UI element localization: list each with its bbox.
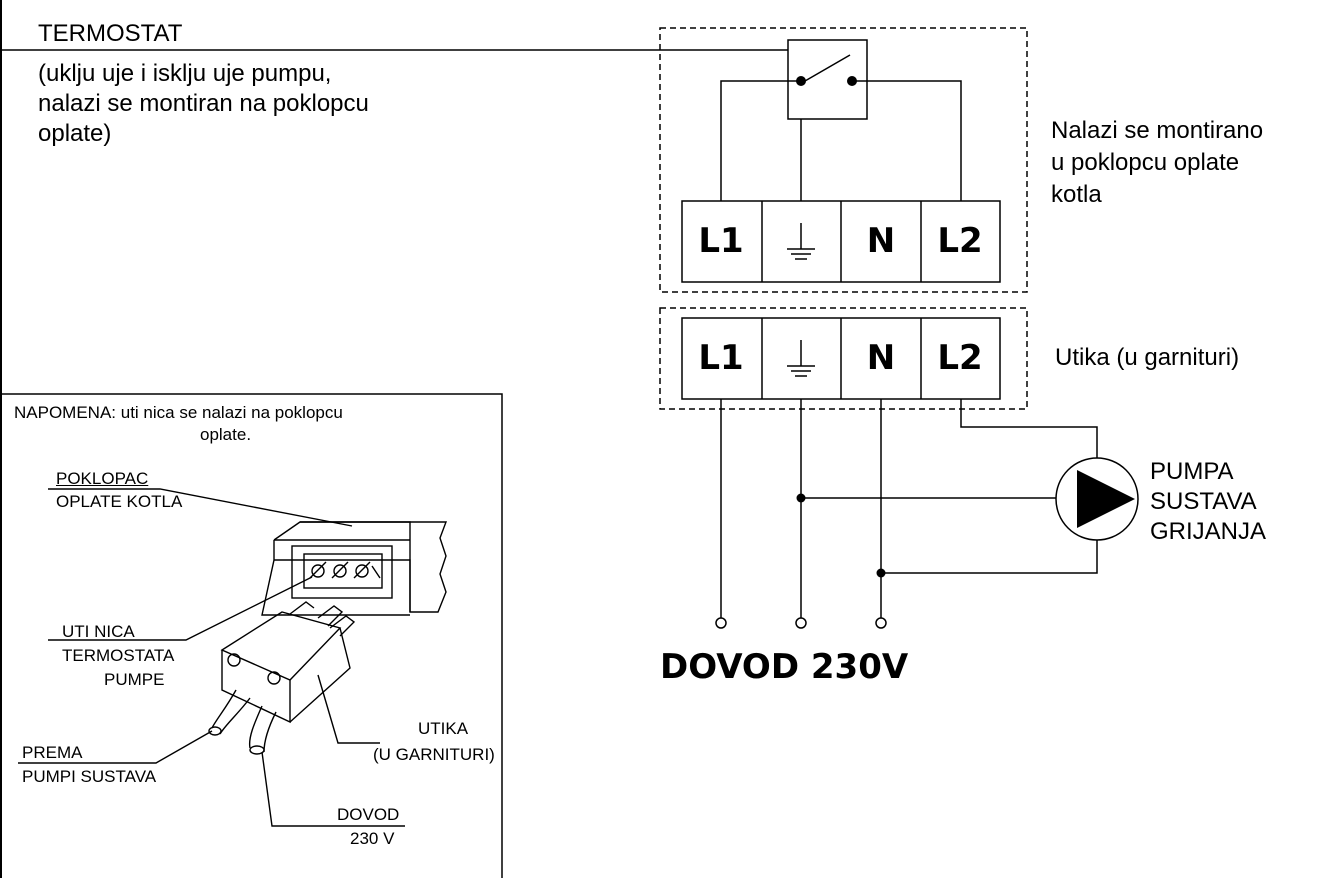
switch-icon: [804, 54, 851, 82]
supply-title: DOVOD 230V: [660, 647, 909, 687]
inset-note-line1: NAPOMENA: uti nica se nalazi na poklopcu: [14, 403, 343, 422]
socket-label-line3: PUMPE: [104, 670, 165, 689]
plug-inset-line2: (U GARNITURI): [373, 745, 495, 764]
lower-enclosure: [659, 307, 1028, 410]
upper-note-line3: kotla: [1051, 181, 1102, 208]
thermostat-title: TERMOSTAT: [38, 20, 183, 47]
socket-label-line1: UTI NICA: [62, 622, 135, 641]
terminal-l2-lower: L2: [937, 338, 983, 378]
plug-inset-line1: UTIKA: [418, 719, 469, 738]
plug-label: Utika (u garnituri): [1055, 344, 1240, 371]
thermostat-desc-line3: oplate): [38, 120, 112, 147]
supply-terminal-l1: [715, 617, 727, 629]
terminal-n-upper: N: [866, 221, 896, 261]
socket-label-line2: TERMOSTATA: [62, 646, 175, 665]
cover-label-line1: POKLOPAC: [56, 469, 149, 488]
supply-inset-line1: DOVOD: [337, 805, 400, 824]
upper-enclosure: [659, 27, 1028, 293]
to-pump-line2: PUMPI SUSTAVA: [22, 767, 157, 786]
pump-arrow: [1077, 470, 1135, 528]
ground-icon: [787, 223, 815, 260]
switch-box: [787, 39, 868, 120]
thermostat-desc-line1: (uklju uje i isklju uje pumpu,: [38, 60, 332, 87]
ground-icon: [787, 340, 815, 377]
upper-note-line2: u poklopcu oplate: [1051, 149, 1240, 176]
terminal-l1-upper: L1: [698, 221, 744, 261]
terminal-n-lower: N: [866, 338, 896, 378]
pump-label-line1: PUMPA: [1150, 458, 1234, 485]
inset-frame: [0, 393, 503, 878]
supply-inset-line2: 230 V: [350, 829, 395, 848]
cover-label-line2: OPLATE KOTLA: [56, 492, 183, 511]
supply-terminal-n: [875, 617, 887, 629]
upper-note-line1: Nalazi se montirano: [1051, 117, 1264, 144]
inset-note-line2: oplate.: [200, 425, 252, 444]
terminal-l2-upper: L2: [937, 221, 983, 261]
thermostat-desc-line2: nalazi se montiran na poklopcu: [38, 90, 369, 117]
terminal-l1-lower: L1: [698, 338, 744, 378]
supply-terminal-pe: [795, 617, 807, 629]
pump-symbol-icon: [1055, 457, 1139, 541]
to-pump-line1: PREMA: [22, 743, 83, 762]
pump-label-line3: GRIJANJA: [1150, 518, 1267, 545]
pump-label-line2: SUSTAVA: [1150, 488, 1257, 515]
connector-illustration: [18, 488, 448, 827]
